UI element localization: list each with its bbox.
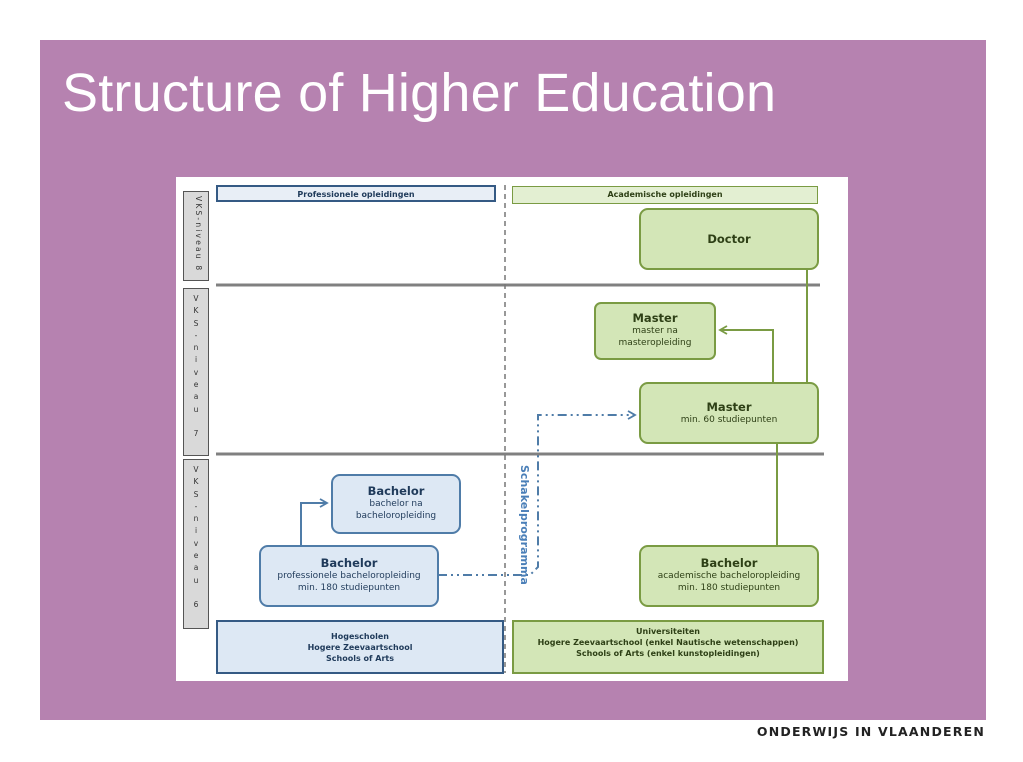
arrow-master-to-master-after-master [718, 325, 774, 382]
bridge-program-label: Schakelprogramma [518, 465, 531, 585]
institutions-academic: Universiteiten Hogere Zeevaartschool (en… [512, 620, 824, 674]
node-bachelor-after-bachelor: Bachelor bachelor na bacheloropleiding [331, 474, 461, 534]
node-doctor-title: Doctor [707, 232, 751, 246]
diagram-connectors [216, 185, 824, 673]
node-master-line1: min. 60 studiepunten [680, 415, 778, 425]
node-master-after-master-line2: masteropleiding [618, 338, 692, 348]
slide-title: Structure of Higher Education [62, 63, 777, 123]
node-bachelor-academic-line1: academische bacheloropleiding [657, 571, 801, 581]
node-master-after-master-title: Master [632, 311, 678, 325]
node-bachelor-after-bachelor-line2: bacheloropleiding [355, 511, 437, 521]
node-bachelor-professional-title: Bachelor [320, 556, 378, 570]
header-professional: Professionele opleidingen [216, 185, 496, 202]
node-bachelor-after-bachelor-line1: bachelor na [369, 499, 423, 509]
node-master: Master min. 60 studiepunten [639, 382, 819, 444]
node-bachelor-professional-line2: min. 180 studiepunten [297, 583, 401, 593]
node-bachelor-after-bachelor-title: Bachelor [367, 484, 425, 498]
arrow-bachelor-to-bachelor-after-bachelor [300, 498, 329, 545]
header-academic: Academische opleidingen [512, 186, 818, 204]
node-master-after-master-line1: master na [632, 326, 678, 336]
institution-hogere-zeevaartschool-academic: Hogere Zeevaartschool (enkel Nautische w… [537, 638, 799, 647]
slide: Structure of Higher Education VKS-niveau… [40, 40, 986, 720]
node-bachelor-academic-title: Bachelor [700, 556, 758, 570]
node-bachelor-professional: Bachelor professionele bacheloropleiding… [259, 545, 439, 607]
footer-brand: ONDERWIJS IN VLAANDEREN [756, 724, 985, 739]
institution-schools-of-arts: Schools of Arts [326, 654, 394, 663]
node-master-after-master: Master master na masteropleiding [594, 302, 716, 360]
node-master-title: Master [706, 400, 752, 414]
node-bachelor-professional-line1: professionele bacheloropleiding [277, 571, 421, 581]
node-doctor: Doctor [639, 208, 819, 270]
institutions-professional: Hogescholen Hogere Zeevaartschool School… [216, 620, 504, 674]
institution-hogere-zeevaartschool: Hogere Zeevaartschool [307, 643, 413, 652]
institution-universiteiten: Universiteiten [636, 627, 700, 636]
node-bachelor-academic-line2: min. 180 studiepunten [677, 583, 781, 593]
institution-hogescholen: Hogescholen [331, 632, 389, 641]
node-bachelor-academic: Bachelor academische bacheloropleiding m… [639, 545, 819, 607]
institution-schools-of-arts-academic: Schools of Arts (enkel kunstopleidingen) [576, 649, 760, 658]
bridge-program-path [438, 410, 637, 576]
level-8-label-box: VKS-niveau 8 [183, 191, 209, 281]
